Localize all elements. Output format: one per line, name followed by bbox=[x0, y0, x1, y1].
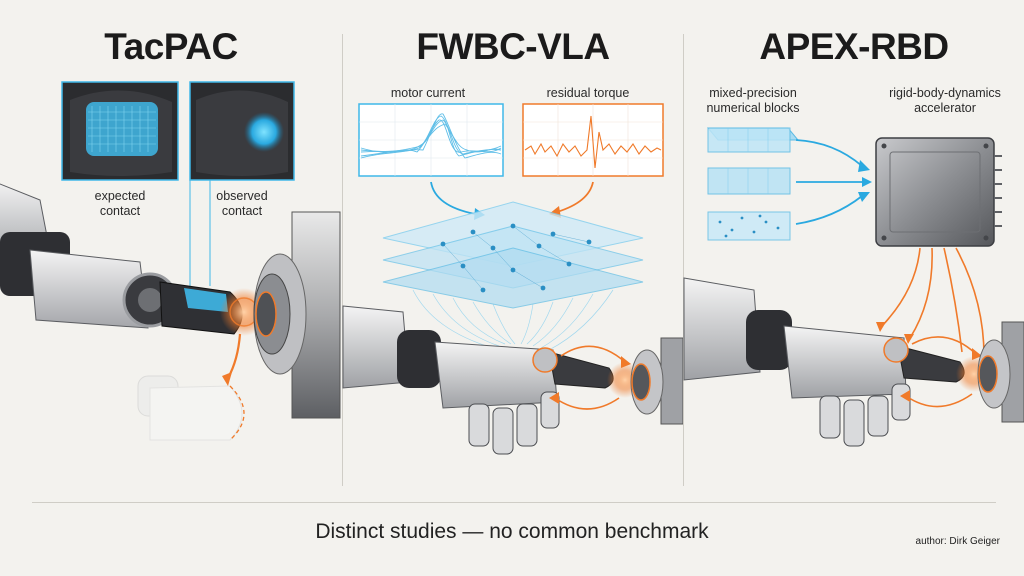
robot-hand bbox=[683, 277, 965, 447]
author-credit: author: Dirk Geiger bbox=[915, 536, 1000, 547]
panel-fwbc-vla: FWBC-VLA motor current residual torque bbox=[342, 0, 684, 490]
target-machine bbox=[630, 337, 684, 425]
panel-title: FWBC-VLA bbox=[416, 26, 610, 67]
target-machine bbox=[253, 211, 341, 419]
ghost-finger bbox=[137, 375, 243, 441]
panel-divider bbox=[342, 34, 343, 486]
apex-illustration bbox=[683, 127, 1024, 447]
panel-divider bbox=[683, 34, 684, 486]
deviation-arrow bbox=[222, 333, 242, 386]
observed-contact-label: observed contact bbox=[216, 189, 268, 218]
numerical-blocks-label: mixed-precision numerical blocks bbox=[706, 86, 800, 115]
observed-contact-inset bbox=[189, 81, 295, 181]
force-loop-arrows bbox=[905, 336, 977, 408]
tacpac-illustration bbox=[0, 81, 341, 441]
robot-hand bbox=[342, 305, 614, 455]
force-loop-arrows bbox=[554, 345, 626, 410]
footer-divider bbox=[32, 502, 996, 503]
inset-connector bbox=[189, 180, 211, 286]
target-machine bbox=[977, 321, 1024, 423]
tactile-sensor-fingertip bbox=[184, 288, 228, 312]
rbd-accelerator-chip bbox=[875, 137, 1002, 247]
panel-apex-rbd: APEX-RBD mixed-precision numerical block… bbox=[683, 0, 1024, 490]
robot-arm bbox=[0, 183, 243, 335]
panel-tacpac: TacPAC bbox=[0, 0, 342, 490]
motor-current-plot bbox=[358, 103, 504, 177]
expected-contact-label: expected contact bbox=[94, 189, 146, 218]
panel-title: APEX-RBD bbox=[759, 26, 949, 67]
blocks-to-accelerator-arrows bbox=[795, 139, 863, 225]
fwbc-illustration bbox=[342, 103, 684, 455]
motor-to-network-arrow bbox=[430, 181, 476, 215]
signal-fibers bbox=[412, 289, 614, 351]
residual-torque-label: residual torque bbox=[546, 86, 630, 100]
torque-to-network-arrow bbox=[556, 181, 594, 213]
accelerator-label: rigid-body-dynamics accelerator bbox=[889, 86, 1001, 115]
expected-contact-inset bbox=[61, 81, 179, 181]
residual-torque-plot bbox=[522, 103, 664, 177]
footer-caption: Distinct studies — no common benchmark bbox=[315, 520, 709, 543]
neural-network-layers bbox=[382, 201, 644, 309]
accelerator-to-hand-wires bbox=[881, 247, 985, 357]
motor-current-label: motor current bbox=[390, 86, 466, 100]
numerical-blocks-stack bbox=[706, 127, 800, 241]
panel-title: TacPAC bbox=[104, 26, 238, 67]
